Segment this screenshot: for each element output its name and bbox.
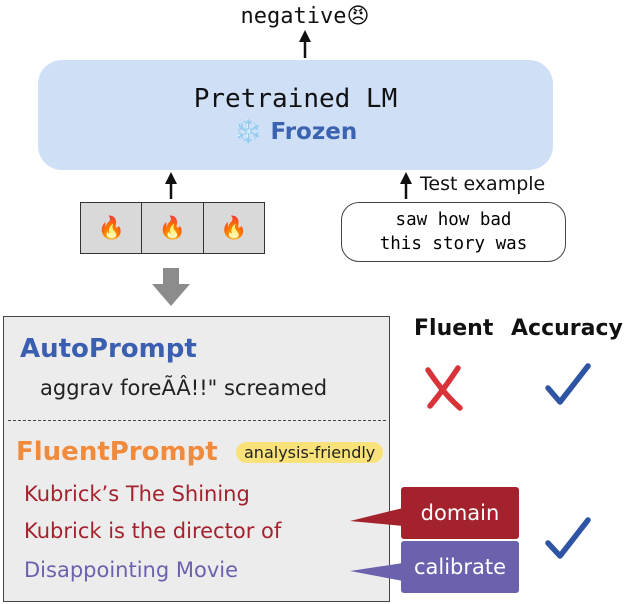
lm-title: Pretrained LM [193,84,398,114]
analysis-friendly-badge: analysis-friendly [236,442,384,463]
autoprompt-title: AutoPrompt [20,334,197,364]
frozen-label: ❄️ Frozen [38,118,553,145]
arrow-up-icon [165,172,177,199]
check-mark-icon [545,517,591,559]
calibrate-tag: calibrate [401,541,519,593]
check-mark-icon [545,363,591,405]
pretrained-lm-box [38,60,553,170]
output-text: negative [240,4,347,29]
fire-icon: 🔥 [81,203,143,253]
calibrate-callout-pointer [350,563,403,581]
arrow-up-icon [299,30,311,58]
fluentprompt-line: Kubrick’s The Shining [24,482,250,506]
cross-mark-icon [425,365,463,411]
soft-prompt-tokens: 🔥 🔥 🔥 [80,202,265,254]
snowflake-icon: ❄️ [233,119,263,145]
frozen-text: Frozen [270,119,358,145]
fire-icon: 🔥 [220,215,248,241]
fluentprompt-title: FluentPrompt [16,437,218,467]
test-example-line: this story was [379,234,528,254]
autoprompt-example: aggrav foreÃÂ!!" screamed [40,376,328,400]
test-example-box: saw how bad this story was [341,202,566,262]
fluent-column-header: Fluent [414,316,494,341]
arrow-down-icon [152,268,190,306]
arrow-up-icon [400,172,412,199]
fluentprompt-line: Kubrick is the director of [24,519,282,543]
fluentprompt-line: Disappointing Movie [24,558,238,582]
test-example-line: saw how bad [395,210,512,230]
domain-callout-pointer [350,508,403,526]
domain-tag: domain [401,487,519,539]
test-example-caption: Test example [420,173,546,195]
accuracy-column-header: Accuracy [511,316,623,341]
fire-icon: 🔥 [142,203,204,253]
angry-face-icon: 😠 [346,4,370,29]
output-label: negative😠 [0,4,610,29]
dashed-divider [8,420,386,421]
